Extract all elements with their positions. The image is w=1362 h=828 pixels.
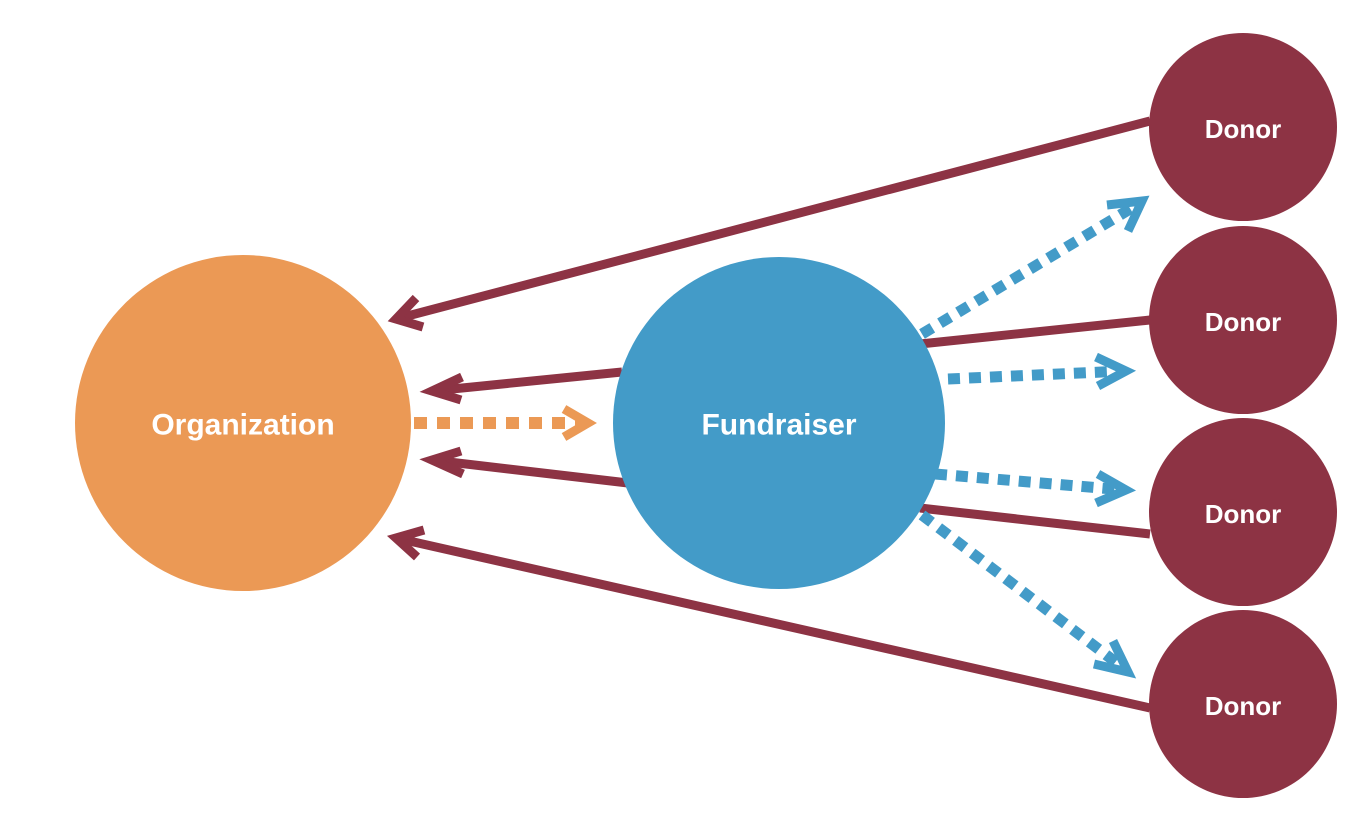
node-donor-4: Donor bbox=[1149, 610, 1337, 798]
node-fundraiser: Fundraiser bbox=[613, 257, 945, 589]
arrow-fundraiser-to-donor3 bbox=[934, 468, 1137, 508]
node-donor-2: Donor bbox=[1149, 226, 1337, 414]
donor-label: Donor bbox=[1205, 691, 1282, 721]
node-donor-3: Donor bbox=[1149, 418, 1337, 606]
organization-label: Organization bbox=[151, 409, 334, 442]
arrow-fundraiser-to-donor1 bbox=[919, 195, 1150, 339]
donor-label: Donor bbox=[1205, 499, 1282, 529]
arrow-donor1-to-organization bbox=[387, 116, 1152, 332]
node-donor-1: Donor bbox=[1149, 33, 1337, 221]
arrow-donor2-to-fundraiser bbox=[919, 315, 1151, 349]
fundraiser-label: Fundraiser bbox=[701, 409, 856, 442]
dashed-arrows bbox=[414, 195, 1150, 679]
arrow-donor3-to-fundraiser bbox=[919, 503, 1151, 539]
donor-label: Donor bbox=[1205, 307, 1282, 337]
arrow-fundraiser-to-organization-upper bbox=[419, 367, 623, 405]
arrow-fundraiser-to-organization-lower bbox=[419, 446, 629, 488]
donor-label: Donor bbox=[1205, 114, 1282, 144]
solid-arrows bbox=[386, 116, 1152, 713]
arrow-fundraiser-to-donor4 bbox=[918, 510, 1137, 679]
node-organization: Organization bbox=[75, 255, 411, 591]
arrow-fundraiser-to-donor2 bbox=[947, 352, 1137, 390]
arrow-donor4-to-organization bbox=[386, 525, 1151, 713]
arrow-organization-to-fundraiser bbox=[414, 405, 597, 441]
